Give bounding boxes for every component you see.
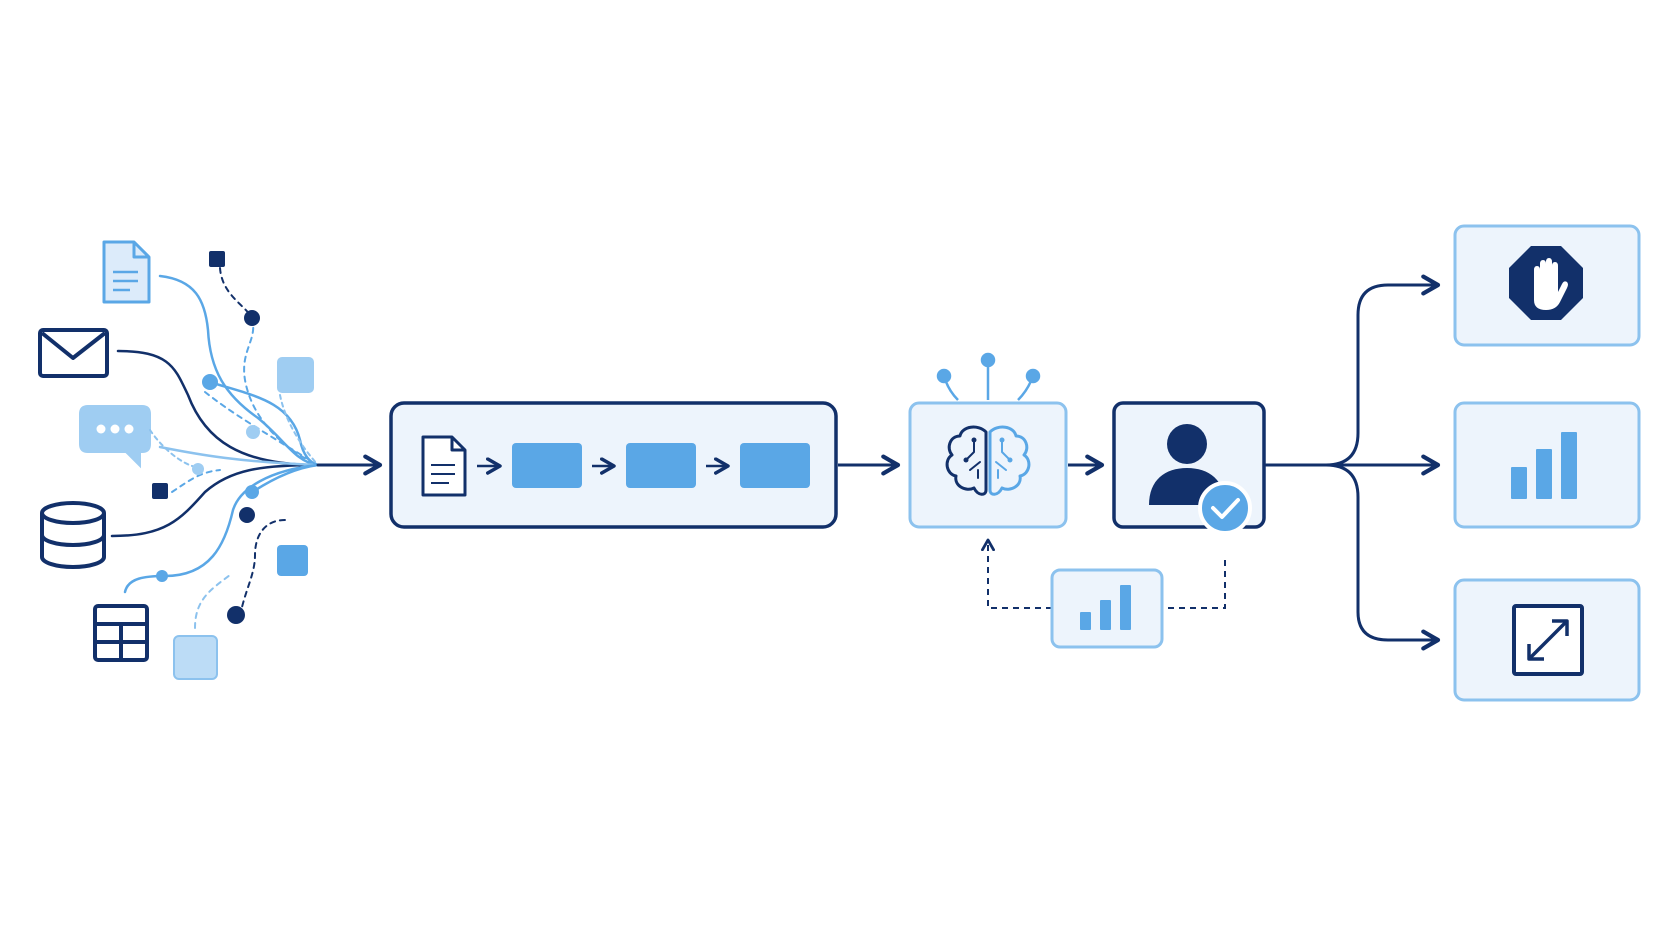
document-icon [102, 240, 151, 304]
database-icon [40, 501, 106, 569]
outcome-analytics [1453, 401, 1641, 529]
node-dot-blue [245, 485, 259, 499]
node-dot-navy [239, 507, 255, 523]
output-branches [1264, 274, 1441, 651]
brain-network-icon [945, 425, 1031, 496]
bar-chart-icon [1511, 432, 1577, 499]
node-square-navy [152, 483, 168, 499]
network-nodes [936, 352, 1041, 401]
node-dot-light [192, 463, 204, 475]
node-square-light [277, 357, 314, 393]
outcome-stop [1453, 224, 1641, 347]
node-square-light [173, 635, 218, 680]
human-review-box [1112, 401, 1266, 535]
node-square-blue [277, 545, 308, 576]
stop-hand-icon [1509, 246, 1583, 320]
converging-flow-lines [110, 267, 383, 629]
node-dot-navy [244, 310, 260, 326]
process-block [626, 443, 696, 488]
bar-chart-icon [1080, 585, 1131, 630]
processing-pipeline [389, 401, 838, 529]
feedback-loop [981, 538, 1226, 649]
table-grid-icon [93, 604, 149, 662]
flow-nodes [152, 251, 314, 680]
check-badge-icon [1198, 481, 1252, 535]
process-block [512, 443, 582, 488]
node-dot-blue [156, 570, 168, 582]
ai-model-box [908, 352, 1068, 529]
outcome-scale [1453, 578, 1641, 702]
chat-bubble-icon [79, 405, 151, 469]
document-icon [421, 435, 467, 497]
process-block [740, 443, 810, 488]
node-square-navy [209, 251, 225, 267]
node-dot-blue [202, 374, 218, 390]
node-dot-navy [227, 606, 245, 624]
expand-arrows-icon [1512, 604, 1584, 676]
source-icons [38, 240, 151, 662]
node-dot-light [246, 425, 260, 439]
mail-icon [38, 328, 109, 378]
